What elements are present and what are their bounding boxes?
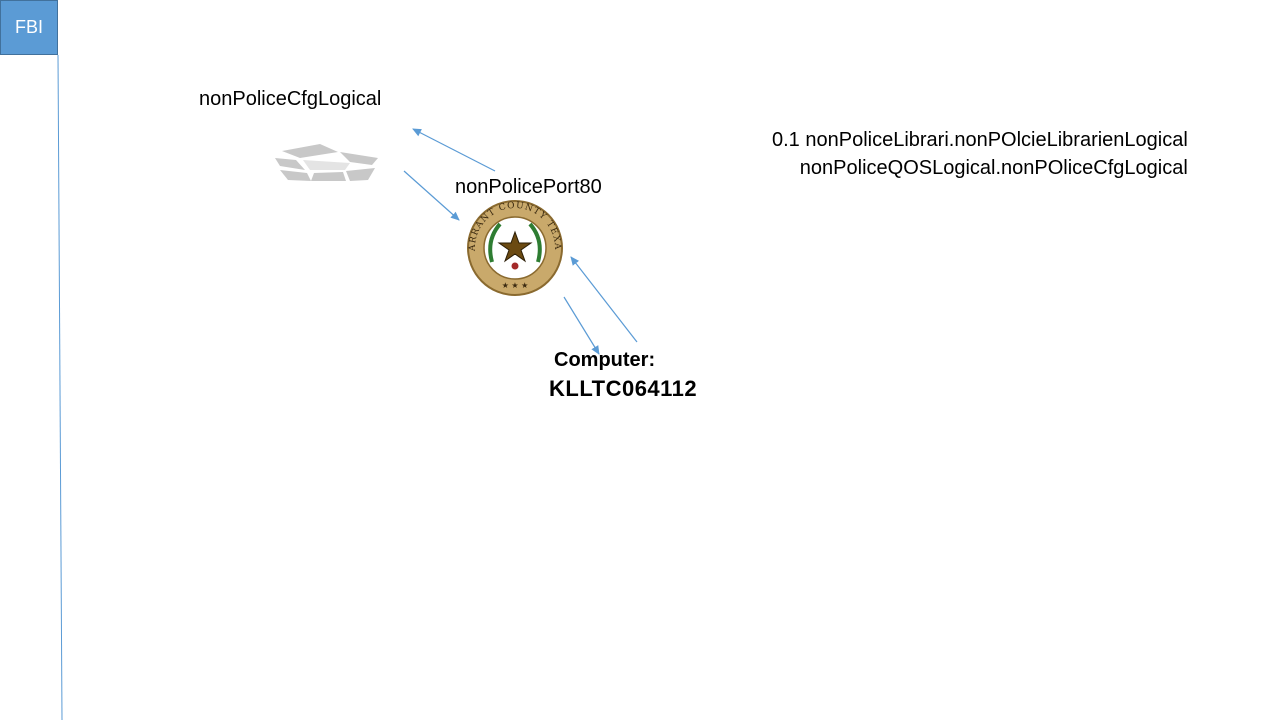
vertical-divider	[57, 54, 63, 720]
arrow-seal-to-computer	[563, 296, 600, 355]
seal-wreath-left	[488, 222, 502, 263]
tarrant-county-seal-icon: TARRANT COUNTY TEXAS ★ ★ ★	[0, 0, 563, 296]
arrow-pentagon-to-seal	[403, 170, 460, 221]
fbi-tab[interactable]: FBI	[0, 0, 58, 55]
arrow-port-to-cfg	[412, 128, 496, 172]
computer-label: Computer:	[554, 349, 656, 371]
logical-path-note: 0.1 nonPoliceLibrari.nonPOlcieLibrarienL…	[772, 126, 1188, 182]
computer-name: KLLTC064112	[549, 376, 698, 401]
seal-wreath-right	[528, 222, 542, 263]
port80-label: nonPolicePort80	[455, 176, 602, 198]
seal-ring-text: TARRANT COUNTY TEXAS	[0, 0, 562, 252]
note-line-2: nonPoliceQOSLogical.nonPOliceCfgLogical	[799, 157, 1188, 179]
note-line-1: 0.1 nonPoliceLibrari.nonPOlcieLibrarienL…	[772, 129, 1188, 151]
arrow-computer-to-seal	[570, 256, 638, 343]
fbi-tab-label: FBI	[14, 17, 43, 37]
seal-star	[497, 230, 533, 263]
pentagon-building-icon	[275, 144, 378, 181]
seal-ribbon	[511, 262, 519, 270]
seal-bottom-stars: ★ ★ ★	[502, 281, 529, 290]
cfg-logical-label: nonPoliceCfgLogical	[199, 88, 382, 110]
